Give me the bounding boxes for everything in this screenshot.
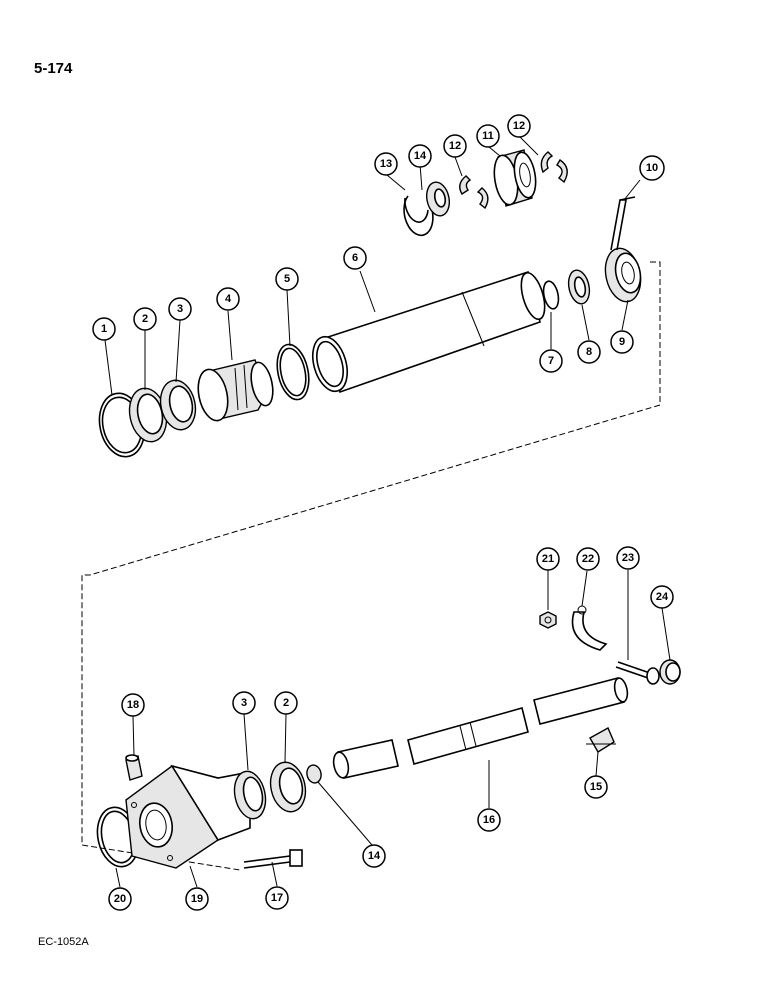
svg-text:3: 3 bbox=[177, 303, 183, 315]
callout-1: 1 bbox=[92, 317, 116, 341]
part-clip-15 bbox=[586, 727, 616, 753]
part-half-rings-12b bbox=[540, 151, 568, 184]
callout-24: 24 bbox=[650, 585, 674, 609]
callout-16: 16 bbox=[477, 808, 501, 832]
callout-15: 15 bbox=[584, 775, 608, 799]
callout-10: 10 bbox=[639, 155, 665, 181]
svg-text:4: 4 bbox=[225, 293, 232, 305]
callout-13: 13 bbox=[374, 152, 398, 176]
svg-text:14: 14 bbox=[414, 150, 427, 162]
part-snap-ring-13 bbox=[403, 195, 434, 237]
svg-text:1: 1 bbox=[101, 323, 107, 335]
part-cylinder-tube-6 bbox=[311, 270, 546, 394]
callout-7: 7 bbox=[539, 349, 563, 373]
part-rod-segment-left bbox=[332, 739, 399, 779]
part-seal-8 bbox=[567, 269, 591, 305]
part-rod-segment-right bbox=[533, 677, 629, 725]
part-piston-9 bbox=[604, 247, 642, 303]
callout-4: 4 bbox=[216, 287, 240, 311]
callout-17: 17 bbox=[265, 886, 289, 910]
svg-text:16: 16 bbox=[483, 814, 495, 826]
callout-14a: 14 bbox=[408, 144, 432, 168]
leader-lines bbox=[104, 136, 671, 888]
callout-6: 6 bbox=[343, 246, 367, 270]
part-piston-rod-16 bbox=[407, 707, 529, 765]
svg-text:2: 2 bbox=[142, 313, 148, 325]
callout-22: 22 bbox=[576, 547, 600, 571]
part-seal-3-lower bbox=[233, 770, 267, 820]
svg-text:10: 10 bbox=[646, 162, 658, 174]
svg-text:20: 20 bbox=[114, 893, 126, 905]
part-o-ring-5 bbox=[276, 343, 310, 401]
part-backup-ring-2-lower bbox=[269, 761, 307, 813]
callout-2: 2 bbox=[133, 307, 157, 331]
part-piston-seal-11 bbox=[493, 149, 537, 207]
part-clamp-22 bbox=[571, 605, 608, 651]
callout-14b: 14 bbox=[362, 844, 386, 868]
callout-5: 5 bbox=[275, 267, 299, 291]
part-seal-3 bbox=[159, 379, 197, 431]
part-small-ring-14-lower bbox=[306, 764, 322, 784]
callout-2-lower: 2 bbox=[274, 691, 298, 715]
svg-text:12: 12 bbox=[513, 120, 525, 132]
part-cap-24 bbox=[659, 659, 681, 685]
svg-text:18: 18 bbox=[127, 699, 139, 711]
callout-9: 9 bbox=[610, 330, 634, 354]
part-fitting-18 bbox=[125, 754, 143, 781]
callout-23: 23 bbox=[616, 546, 640, 570]
svg-text:13: 13 bbox=[380, 158, 392, 170]
callout-12b: 12 bbox=[507, 114, 531, 138]
svg-text:7: 7 bbox=[548, 355, 554, 367]
callout-12a: 12 bbox=[443, 134, 467, 158]
callout-20: 20 bbox=[108, 887, 132, 911]
svg-text:17: 17 bbox=[271, 892, 283, 904]
part-small-seal-14 bbox=[425, 181, 451, 217]
svg-text:15: 15 bbox=[590, 781, 602, 793]
svg-text:12: 12 bbox=[449, 140, 461, 152]
figure-code-label: EC-1052A bbox=[38, 936, 89, 948]
part-bolt-23 bbox=[615, 661, 660, 685]
page-number-label: 5-174 bbox=[34, 60, 73, 77]
svg-text:8: 8 bbox=[586, 346, 592, 358]
frame-lines bbox=[81, 261, 661, 871]
callout-11: 11 bbox=[476, 124, 500, 148]
callout-21: 21 bbox=[536, 547, 560, 571]
svg-text:14: 14 bbox=[368, 850, 381, 862]
svg-text:5: 5 bbox=[284, 273, 290, 285]
svg-text:2: 2 bbox=[283, 697, 289, 709]
part-end-cap-19 bbox=[125, 764, 251, 869]
part-backup-ring-2 bbox=[128, 387, 168, 443]
svg-text:23: 23 bbox=[622, 552, 634, 564]
part-half-rings-12a bbox=[459, 175, 489, 210]
callout-8: 8 bbox=[577, 340, 601, 364]
svg-text:21: 21 bbox=[542, 553, 554, 565]
svg-text:3: 3 bbox=[241, 697, 247, 709]
svg-text:24: 24 bbox=[656, 591, 669, 603]
svg-text:6: 6 bbox=[352, 252, 358, 264]
callout-19: 19 bbox=[185, 887, 209, 911]
part-washer-7 bbox=[542, 280, 560, 310]
svg-text:19: 19 bbox=[191, 893, 203, 905]
part-nut-21 bbox=[539, 611, 557, 629]
svg-text:9: 9 bbox=[619, 336, 625, 348]
callout-3-lower: 3 bbox=[232, 691, 256, 715]
svg-text:22: 22 bbox=[582, 553, 594, 565]
part-key-10 bbox=[610, 196, 636, 251]
part-bolt-17 bbox=[243, 849, 303, 869]
part-gland-4 bbox=[197, 359, 274, 422]
callout-18: 18 bbox=[121, 693, 145, 717]
callout-3: 3 bbox=[168, 297, 192, 321]
svg-text:11: 11 bbox=[482, 130, 494, 142]
